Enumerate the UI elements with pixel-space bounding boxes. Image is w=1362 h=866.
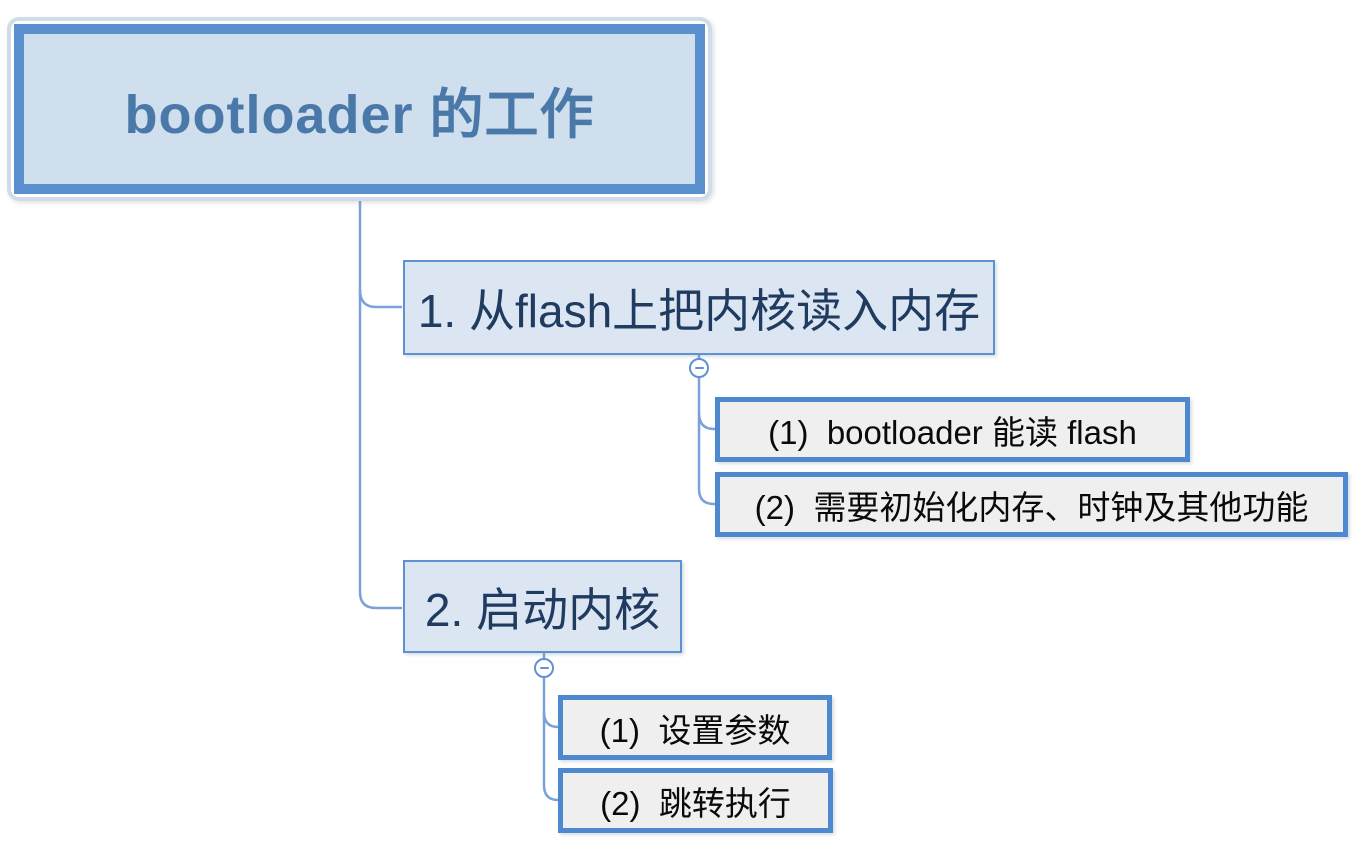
sub-node-branch1-child2[interactable]: (2) 需要初始化内存、时钟及其他功能 bbox=[715, 472, 1348, 537]
root-node-body: bootloader 的工作 bbox=[14, 24, 705, 194]
sub-node-branch1-child2-label: (2) 需要初始化内存、时钟及其他功能 bbox=[754, 488, 1309, 526]
collapse-button-branch2[interactable] bbox=[534, 658, 554, 678]
sub-node-branch2-child2[interactable]: (2) 跳转执行 bbox=[558, 768, 833, 833]
connector-branch2-to-child1 bbox=[542, 711, 559, 729]
sub-node-branch2-child1-label: (1) 设置参数 bbox=[599, 711, 791, 749]
sub-node-branch2-child2-label: (2) 跳转执行 bbox=[600, 784, 791, 822]
branch-node-1[interactable]: 1. 从flash上把内核读入内存 bbox=[403, 260, 995, 355]
branch-node-2-label: 2. 启动内核 bbox=[424, 583, 661, 636]
minus-icon bbox=[694, 367, 704, 369]
connector-branch1-to-child1 bbox=[697, 412, 716, 431]
minus-icon bbox=[539, 667, 549, 669]
collapse-button-branch1[interactable] bbox=[689, 358, 709, 378]
sub-node-branch1-child1-label: (1) bootloader 能读 flash bbox=[768, 413, 1137, 451]
root-node-label: bootloader 的工作 bbox=[124, 84, 595, 145]
root-node[interactable]: bootloader 的工作 bbox=[7, 17, 712, 201]
sub-node-branch2-child1[interactable]: (1) 设置参数 bbox=[558, 695, 832, 760]
branch-node-1-label: 1. 从flash上把内核读入内存 bbox=[417, 284, 981, 337]
connector-root-to-branch1 bbox=[358, 289, 402, 309]
connector-root-to-branch2 bbox=[358, 201, 402, 610]
branch-node-2[interactable]: 2. 启动内核 bbox=[403, 560, 682, 653]
sub-node-branch1-child1[interactable]: (1) bootloader 能读 flash bbox=[715, 397, 1190, 462]
connector-branch2-to-child2 bbox=[542, 677, 559, 802]
connector-branch1-to-child2 bbox=[697, 377, 716, 506]
